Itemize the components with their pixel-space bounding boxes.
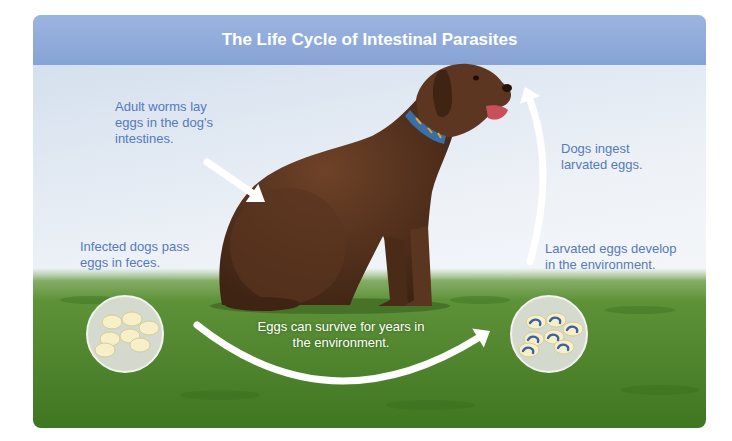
cycle-step-label: Adult worms lay eggs in the dog's intest… (115, 99, 225, 147)
larvated-eggs-circle (511, 296, 587, 372)
dog-rear-paw (224, 297, 300, 311)
grass-patch (385, 400, 475, 410)
dog-front-leg (404, 226, 432, 306)
grass (33, 268, 706, 428)
larva (548, 335, 558, 340)
grass-patch (620, 385, 700, 395)
larva (558, 345, 568, 350)
larva-group (523, 318, 577, 353)
dog-nose (502, 84, 512, 92)
egg (546, 313, 566, 327)
grass-patch (180, 390, 260, 400)
egg (95, 343, 115, 357)
egg (122, 312, 142, 326)
collar-pattern (416, 118, 441, 138)
larva (567, 327, 577, 332)
dog-illustration (210, 64, 512, 314)
diagram-title: The Life Cycle of Intestinal Parasites (33, 15, 706, 65)
dog-eye (473, 76, 479, 81)
cycle-step-label: Dogs ingest larvated eggs. (561, 141, 657, 173)
arrow-head (246, 184, 265, 202)
cycle-arrows (197, 87, 543, 381)
egg-group (519, 313, 583, 357)
larva (523, 348, 533, 353)
arrow-shaft (530, 100, 543, 262)
larva (550, 318, 560, 323)
dog-ear (433, 70, 452, 117)
grass-texture (60, 296, 700, 410)
dog-body (219, 98, 455, 305)
dog-head (416, 64, 511, 137)
egg (526, 315, 546, 329)
title-band (33, 15, 706, 65)
circle-inset (87, 296, 163, 372)
grass-patch (450, 296, 510, 304)
cycle-step-label: Infected dogs pass eggs in feces. (80, 239, 205, 271)
larva (530, 320, 540, 325)
larva (528, 337, 538, 342)
circle-inset (511, 296, 587, 372)
sky (33, 15, 706, 428)
eggs-circle (87, 296, 163, 372)
arrow-head (472, 329, 490, 348)
egg (554, 340, 574, 354)
dog-haunch (230, 188, 346, 304)
arrow-head (520, 87, 540, 104)
egg-group (95, 312, 159, 357)
dog-front-leg (378, 236, 408, 306)
cycle-step-label: Larvated eggs develop in the environment… (545, 241, 687, 273)
panel (33, 15, 706, 428)
egg (139, 321, 159, 335)
egg (563, 322, 583, 336)
cycle-step-label: Eggs can survive for years in the enviro… (255, 319, 427, 351)
arrow-shaft (207, 162, 252, 193)
grass-patch (605, 306, 675, 314)
egg (519, 343, 539, 357)
egg (102, 315, 122, 329)
dog-collar (405, 110, 446, 144)
dog-tongue (486, 105, 508, 119)
egg (130, 338, 150, 352)
